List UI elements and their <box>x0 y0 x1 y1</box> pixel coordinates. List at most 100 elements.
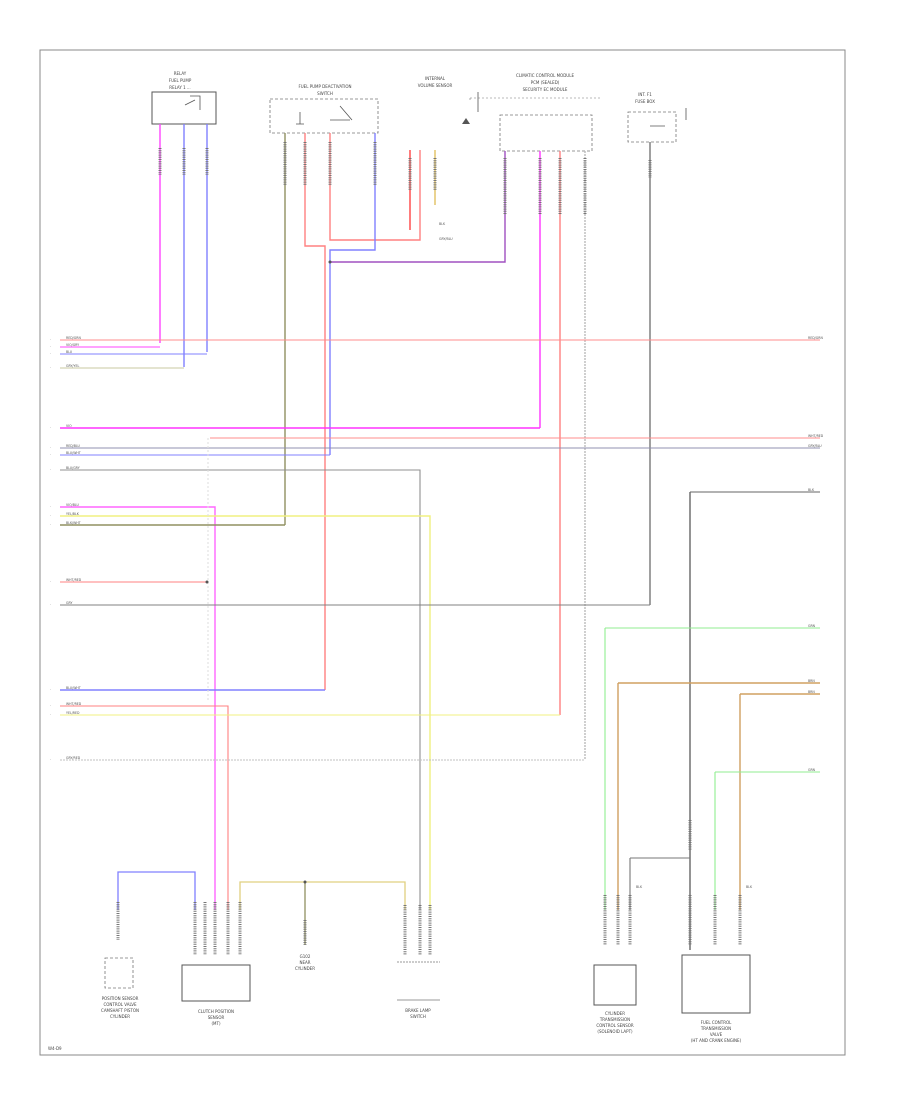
left-wire-pin-mark: · <box>50 338 51 342</box>
sensor-a-pin-label-2: GRY/BLU <box>439 237 453 241</box>
ground-component: G102 NEAR CYLINDER <box>295 954 315 971</box>
right-wire-label: BLK <box>808 488 815 492</box>
svg-text:SWITCH: SWITCH <box>410 1014 426 1019</box>
sensor-b-box <box>104 957 134 989</box>
switch-a-label-1: FUEL PUMP DEACTIVATION <box>298 84 351 89</box>
switch-a-label-2: SWITCH <box>317 91 333 96</box>
left-wire-label: GRY/YEL <box>66 364 79 368</box>
brake-lamp-switch-component: BRAKE LAMP SWITCH <box>397 961 440 1019</box>
svg-text:CYLINDER: CYLINDER <box>110 1014 130 1019</box>
footer-code: W4-D9 <box>48 1046 62 1051</box>
left-wire-pin-mark: · <box>50 580 51 584</box>
junction-dots <box>205 260 332 884</box>
right-wire-label: WHT/RED <box>808 434 824 438</box>
module-b-pin-label: BLK <box>636 885 643 889</box>
relay-label-3: RELAY 1 ... <box>169 85 190 90</box>
left-wire-label: YEL/RED <box>66 711 80 715</box>
svg-text:(HT AND CRANK ENGINE): (HT AND CRANK ENGINE) <box>691 1038 742 1043</box>
internal-volume-sensor-component: INTERNAL VOLUME SENSOR <box>418 76 479 124</box>
svg-text:VALVE: VALVE <box>710 1032 723 1037</box>
left-wire-pin-mark: · <box>50 453 51 457</box>
clutch-position-sensor-component: CLUTCH POSITION SENSOR (MT) <box>181 964 251 1026</box>
left-wire-pin-mark: · <box>50 468 51 472</box>
left-wire-pin-mark: · <box>50 688 51 692</box>
connector-ticks <box>116 142 742 955</box>
svg-text:SENSOR: SENSOR <box>208 1015 225 1020</box>
svg-text:CAMSHAFT PISTON: CAMSHAFT PISTON <box>101 1008 139 1013</box>
left-wire-label: BLU/WHT <box>66 451 81 455</box>
fuse-label-2: FUSE BOX <box>635 99 655 104</box>
right-wire-label: BRN <box>808 679 815 683</box>
fuse-box <box>627 111 677 143</box>
right-wire-label: RED/GRN <box>808 336 823 340</box>
left-wire-label: YEL/BLK <box>66 512 80 516</box>
left-wire-labels: RED/GRN · VIO/GRY · BLU · GRY/YEL · VIO · RED/BLU ·… <box>50 336 82 762</box>
svg-text:FUEL CONTROL: FUEL CONTROL <box>701 1020 733 1025</box>
sensor-a-pin-label: BLK <box>439 222 446 226</box>
left-wire-label: RED/BLU <box>66 444 81 448</box>
module-a-label-2: PCM (SEALED) <box>531 80 560 85</box>
left-wire-label: VIO <box>66 424 72 428</box>
left-wire-label: WHT/RED <box>66 702 82 706</box>
svg-text:(MT): (MT) <box>211 1021 220 1026</box>
module-a-label-1: CLIMATIC CONTROL MODULE <box>516 73 574 78</box>
left-wire-pin-mark: · <box>50 446 51 450</box>
left-wire-pin-mark: · <box>50 758 51 762</box>
left-wire-pin-mark: · <box>50 505 51 509</box>
left-wire-label: BLU <box>66 350 73 354</box>
left-wire-pin-mark: · <box>50 523 51 527</box>
left-wire-label: BLU/GRY <box>66 466 80 470</box>
left-wire-pin-mark: · <box>50 713 51 717</box>
left-wire-pin-mark: · <box>50 426 51 430</box>
svg-text:POSITION SENSOR: POSITION SENSOR <box>102 996 139 1001</box>
svg-text:NEAR: NEAR <box>299 960 310 965</box>
module-b-box <box>593 964 637 1006</box>
relay-label-2: FUEL PUMP <box>169 78 192 83</box>
right-wire-label: GRN <box>808 624 816 628</box>
horizontal-wires <box>60 339 820 950</box>
cylinder-transmission-sensor-component: CYLINDER TRANSMISSION CONTROL SENSOR (SO… <box>593 964 637 1034</box>
sensor-a-label-1: INTERNAL <box>425 76 446 81</box>
left-wire-label: GRY <box>66 601 72 605</box>
module-c-pin-label: BLK <box>746 885 753 889</box>
switch-a-box <box>269 98 379 134</box>
sensor-a-label-2: VOLUME SENSOR <box>418 83 453 88</box>
left-wire-label: BLU/WHT <box>66 686 81 690</box>
bottom-wires <box>117 871 406 945</box>
left-wire-label: RED/GRN <box>66 336 81 340</box>
svg-text:G102: G102 <box>300 954 311 959</box>
svg-text:CYLINDER: CYLINDER <box>295 966 315 971</box>
svg-text:BRAKE LAMP: BRAKE LAMP <box>405 1008 431 1013</box>
left-wire-label: BLK/WHT <box>66 521 81 525</box>
left-wire-pin-mark: · <box>50 352 51 356</box>
relay-label-1: RELAY <box>174 71 187 76</box>
module-c-box <box>681 954 751 1014</box>
right-wire-label: BRN <box>808 690 815 694</box>
fuel-control-valve-component: FUEL CONTROL TRANSMISSION VALVE (HT AND … <box>681 954 751 1043</box>
left-wire-label: WHT/RED <box>66 578 82 582</box>
left-wire-pin-mark: · <box>50 514 51 518</box>
svg-text:CLUTCH POSITION: CLUTCH POSITION <box>198 1009 234 1014</box>
svg-text:(SOLENOID LAPT): (SOLENOID LAPT) <box>597 1029 633 1034</box>
left-wire-pin-mark: · <box>50 345 51 349</box>
left-wire-pin-mark: · <box>50 603 51 607</box>
svg-text:TRANSMISSION: TRANSMISSION <box>700 1026 731 1031</box>
right-wire-label: GRY/BLU <box>808 444 822 448</box>
climatic-control-module-component: CLIMATIC CONTROL MODULE PCM (SEALED) SEC… <box>469 73 600 152</box>
sensor-c-box <box>181 964 251 1002</box>
module-a-box <box>499 114 593 152</box>
svg-text:CYLINDER: CYLINDER <box>605 1011 625 1016</box>
relay-box <box>151 91 217 125</box>
left-wire-label: VIO/GRY <box>66 343 79 347</box>
diagram-frame <box>39 49 846 1056</box>
fuel-pump-switch-component: FUEL PUMP DEACTIVATION SWITCH <box>269 84 379 134</box>
left-wire-pin-mark: · <box>50 366 51 370</box>
module-a-label-3: SECURITY EC MODULE <box>523 87 568 92</box>
fuse-box-component: INT. F1 FUSE BOX <box>627 92 687 143</box>
position-sensor-component: POSITION SENSOR CONTROL VALVE CAMSHAFT P… <box>101 957 139 1019</box>
left-wire-label: VIO/BLU <box>66 503 80 507</box>
left-wire-label: GRY/RED <box>66 756 81 760</box>
fuse-label-1: INT. F1 <box>638 92 652 97</box>
